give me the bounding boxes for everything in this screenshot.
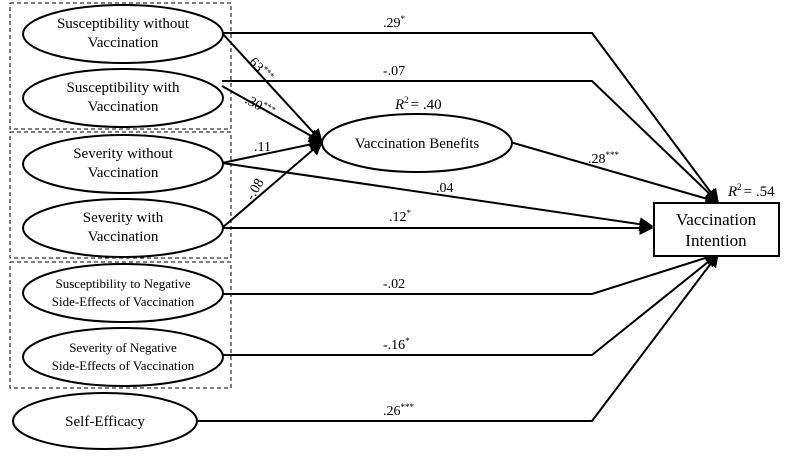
node-self-efficacy-label: Self-Efficacy (65, 414, 145, 430)
coef-sev-with-to-intention: .12* (389, 208, 412, 225)
node-vaccination-intention (653, 202, 780, 257)
coef-benefits-to-intention: .28*** (588, 150, 620, 167)
intention-r2: R2= .54 (727, 182, 775, 200)
node-susceptibility-without (22, 4, 224, 64)
node-vaccination-benefits (321, 113, 513, 173)
node-side-effect-severity-line2: Side-Effects of Vaccination (52, 358, 195, 373)
path-self-efficacy-to-intention (196, 252, 719, 422)
coef-sev-with-to-benefits: -.08 (243, 176, 267, 203)
node-vaccination-intention-line2: Intention (685, 231, 747, 250)
coef-susc-without-to-intention: .29* (383, 14, 406, 31)
benefits-r2: R2= .40 (394, 95, 442, 113)
node-side-effect-susceptibility (22, 263, 224, 323)
node-vaccination-benefits-label: Vaccination Benefits (355, 136, 480, 152)
group-box-susceptibility (9, 2, 232, 130)
node-severity-with-line1: Severity with (83, 210, 164, 226)
path-sev-with-to-benefits (221, 141, 324, 229)
coef-side-susc-to-intention: -.02 (383, 277, 405, 292)
coef-susc-with-to-benefits: -.30*** (238, 89, 278, 121)
path-sev-without-to-intention (221, 162, 654, 232)
coef-self-efficacy-to-intention: .26*** (383, 402, 415, 419)
path-side-sev-to-intention (222, 253, 720, 356)
node-susceptibility-without-line2: Vaccination (88, 35, 159, 51)
node-severity-without-line2: Vaccination (88, 165, 159, 181)
node-susceptibility-with-line2: Vaccination (88, 99, 159, 115)
coef-side-sev-to-intention: -.16* (383, 336, 410, 353)
group-box-severity (9, 131, 232, 259)
node-side-effect-severity-line1: Severity of Negative (69, 340, 177, 355)
coef-sev-without-to-benefits: .11 (254, 140, 271, 155)
node-self-efficacy (12, 392, 198, 450)
path-susc-with-to-benefits (221, 85, 324, 143)
node-vaccination-intention-line1: Vaccination (676, 210, 757, 229)
node-severity-without-line1: Severity without (73, 146, 173, 162)
node-side-effect-susceptibility-line1: Susceptibility to Negative (55, 276, 190, 291)
path-susc-without-to-intention (222, 32, 719, 204)
coef-susc-with-to-intention: -.07 (383, 64, 405, 79)
node-side-effect-susceptibility-line2: Side-Effects of Vaccination (52, 294, 195, 309)
group-box-side-effects (9, 261, 232, 389)
path-susc-without-to-benefits (221, 32, 323, 144)
node-susceptibility-with-line1: Susceptibility with (67, 80, 180, 96)
node-severity-with-line2: Vaccination (88, 229, 159, 245)
path-benefits-to-intention (509, 141, 720, 206)
node-susceptibility-without-line1: Susceptibility without (57, 16, 190, 32)
node-side-effect-severity (22, 327, 224, 387)
path-side-susc-to-intention (222, 251, 720, 295)
node-severity-without (22, 134, 224, 194)
path-susc-with-to-intention (222, 80, 720, 203)
coef-sev-without-to-intention: .04 (436, 181, 454, 196)
path-sev-without-to-benefits (221, 137, 324, 164)
node-susceptibility-with (22, 68, 224, 128)
node-severity-with (22, 198, 224, 258)
